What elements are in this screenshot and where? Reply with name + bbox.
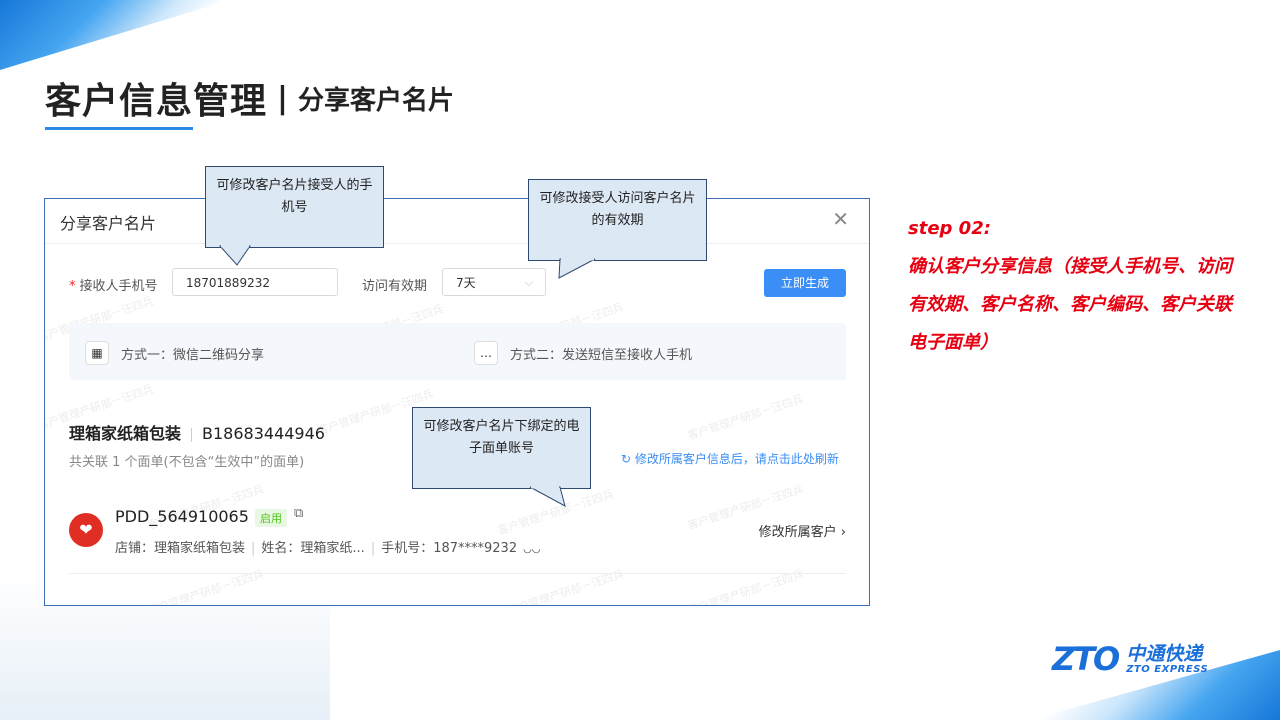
copy-icon[interactable]: ⧉ [294, 506, 304, 521]
dialog-title: 分享客户名片 [60, 214, 157, 233]
validity-label: 访问有效期 [362, 279, 428, 294]
callout-account-tail [529, 486, 566, 507]
account-id: PDD_564910065 [115, 507, 249, 526]
qr-code-icon: ▦ [85, 341, 109, 365]
callout-phone-text: 可修改客户名片接受人的手机号 [216, 178, 373, 215]
generate-button[interactable]: 立即生成 [764, 269, 846, 297]
zto-logo-cn: 中通快递 [1126, 642, 1203, 665]
phone-input[interactable]: 18701889232 [172, 268, 338, 296]
refresh-icon: ↻ [621, 452, 635, 466]
share-form-row: *接收人手机号 18701889232 访问有效期 7天 ⌵ 立即生成 [45, 268, 869, 298]
callout-phone: 可修改客户名片接受人的手机号 [205, 166, 384, 248]
linked-waybill-note: 共关联 1 个面单(不包含“生效中”的面单) [69, 455, 305, 470]
dialog-header: 分享客户名片 ✕ [45, 199, 869, 244]
refresh-link[interactable]: ↻ 修改所属客户信息后，请点击此处刷新 [621, 450, 839, 467]
watermark: 客户管理产研部－汪四兵 [686, 392, 806, 443]
step-text: 确认客户分享信息（接受人手机号、访问有效期、客户名称、客户编码、客户关联电子面单… [908, 256, 1232, 353]
pinduoduo-logo-icon: ❤ [69, 513, 103, 547]
customer-code: B18683444946 [202, 424, 325, 443]
phone-label: *接收人手机号 [69, 275, 158, 294]
slide-title-separator: | [277, 80, 288, 116]
share-card-dialog: 客户管理产研部－汪四兵 客户管理产研部－汪四兵 客户管理产研部－汪四兵 客户管理… [44, 198, 870, 606]
chat-bubble-icon: … [474, 341, 498, 365]
customer-title: 理箱家纸箱包装 B18683444946 [69, 420, 325, 444]
waybill-account-row: ❤ PDD_564910065 启用 ⧉ 店铺：理箱家纸箱包装 | 姓名：理箱家纸.… [69, 497, 846, 574]
callout-validity-text: 可修改接受人访问客户名片的有效期 [539, 191, 696, 228]
step-description: step 02: 确认客户分享信息（接受人手机号、访问有效期、客户名称、客户编码… [908, 210, 1238, 362]
slide-title-sub: 分享客户名片 [297, 85, 454, 116]
status-badge: 启用 [255, 509, 287, 527]
zto-logo: ZTO 中通快递 ZTO EXPRESS [1052, 640, 1208, 678]
callout-account-text: 可修改客户名片下绑定的电子面单账号 [423, 419, 580, 456]
account-owner-name: 姓名：理箱家纸... [261, 541, 365, 556]
method-sms[interactable]: … 方式二：发送短信至接收人手机 [474, 341, 692, 365]
account-phone: 手机号：187****9232 [381, 541, 518, 556]
title-underline [45, 127, 193, 130]
eye-closed-icon[interactable]: ◡◡ [523, 544, 541, 555]
required-mark: * [69, 279, 76, 294]
callout-phone-tail [218, 245, 251, 266]
slide-title-main: 客户信息管理 [45, 81, 268, 122]
chevron-down-icon: ⌵ [524, 276, 533, 289]
callout-validity: 可修改接受人访问客户名片的有效期 [528, 179, 707, 261]
chevron-right-icon: › [840, 525, 846, 540]
callout-account: 可修改客户名片下绑定的电子面单账号 [412, 407, 591, 489]
phone-label-text: 接收人手机号 [79, 279, 158, 294]
method-sms-label: 方式二：发送短信至接收人手机 [510, 347, 693, 363]
share-methods-panel: ▦ 方式一：微信二维码分享 … 方式二：发送短信至接收人手机 [69, 323, 846, 380]
zto-logo-en: ZTO EXPRESS [1126, 663, 1209, 675]
validity-select-value: 7天 [456, 276, 476, 290]
close-icon[interactable]: ✕ [832, 207, 849, 231]
step-heading: step 02: [908, 218, 991, 239]
account-shop: 店铺：理箱家纸箱包装 [115, 541, 246, 556]
callout-validity-tail [558, 258, 596, 279]
corner-decoration-top-left [0, 0, 230, 70]
change-owner-link[interactable]: 修改所属客户 › [759, 521, 846, 540]
meta-divider: | [370, 541, 376, 556]
method-wechat-qr-label: 方式一：微信二维码分享 [121, 347, 265, 363]
zto-logo-mark: ZTO [1052, 640, 1120, 678]
account-meta: 店铺：理箱家纸箱包装 | 姓名：理箱家纸... | 手机号：187****9232 ◡◡ [115, 537, 541, 556]
method-wechat-qr[interactable]: ▦ 方式一：微信二维码分享 [85, 341, 264, 365]
meta-divider: | [251, 541, 256, 556]
customer-name: 理箱家纸箱包装 [69, 424, 182, 443]
validity-select[interactable]: 7天 ⌵ [442, 268, 546, 296]
slide-title: 客户信息管理 | 分享客户名片 [45, 72, 454, 124]
zto-logo-text: 中通快递 ZTO EXPRESS [1126, 644, 1208, 675]
customer-divider [191, 427, 193, 442]
refresh-link-label: 修改所属客户信息后，请点击此处刷新 [634, 452, 839, 466]
change-owner-link-label: 修改所属客户 [758, 525, 837, 540]
